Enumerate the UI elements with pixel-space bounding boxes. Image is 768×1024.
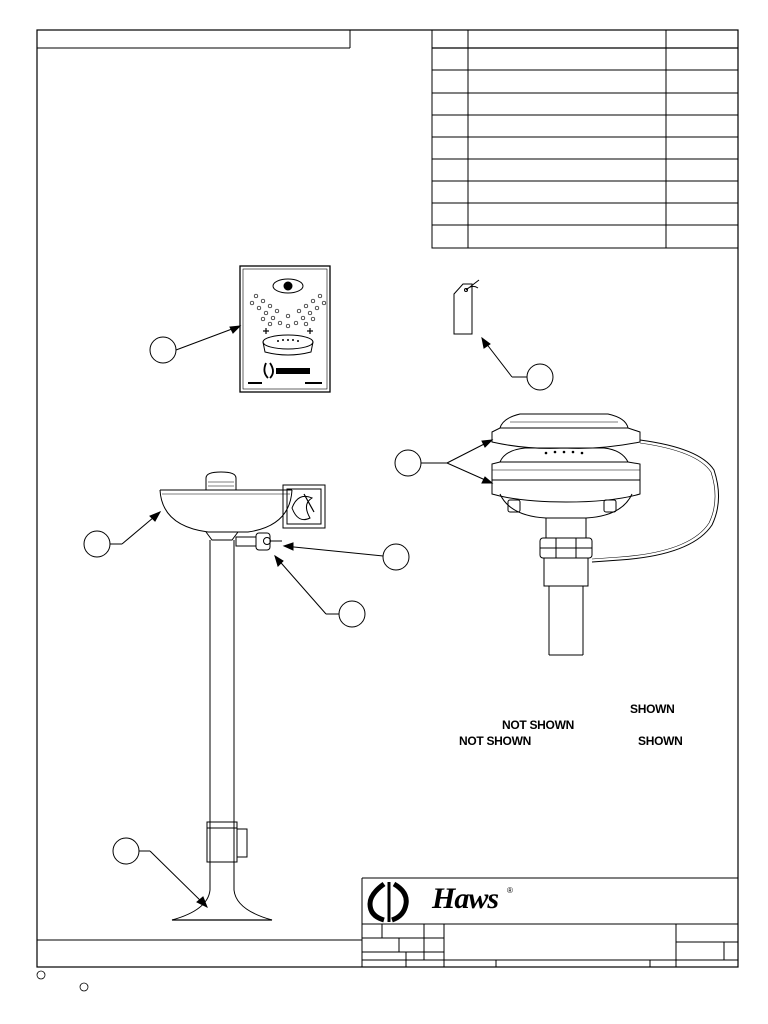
top-title-strip (37, 30, 351, 49)
title-block (37, 877, 738, 967)
note-shown-1: SHOWN (630, 702, 675, 716)
eyewash-fixture (159, 471, 326, 921)
note-not-shown-2: NOT SHOWN (459, 734, 531, 748)
haws-logo-icon (367, 881, 409, 923)
drawing-border (36, 29, 739, 968)
parts-list-table (431, 29, 739, 249)
note-not-shown-1: NOT SHOWN (502, 718, 574, 732)
sprayhead-detail (491, 413, 719, 656)
brand-name: Haws (432, 882, 499, 915)
tag-icon (453, 279, 480, 335)
note-shown-2: SHOWN (638, 734, 683, 748)
balloon-callouts (83, 325, 554, 909)
eyewash-sign-icon (239, 265, 331, 393)
corner-mark-circle (36, 970, 46, 980)
registered-mark: ® (507, 886, 513, 895)
corner-mark-circle (79, 982, 89, 992)
